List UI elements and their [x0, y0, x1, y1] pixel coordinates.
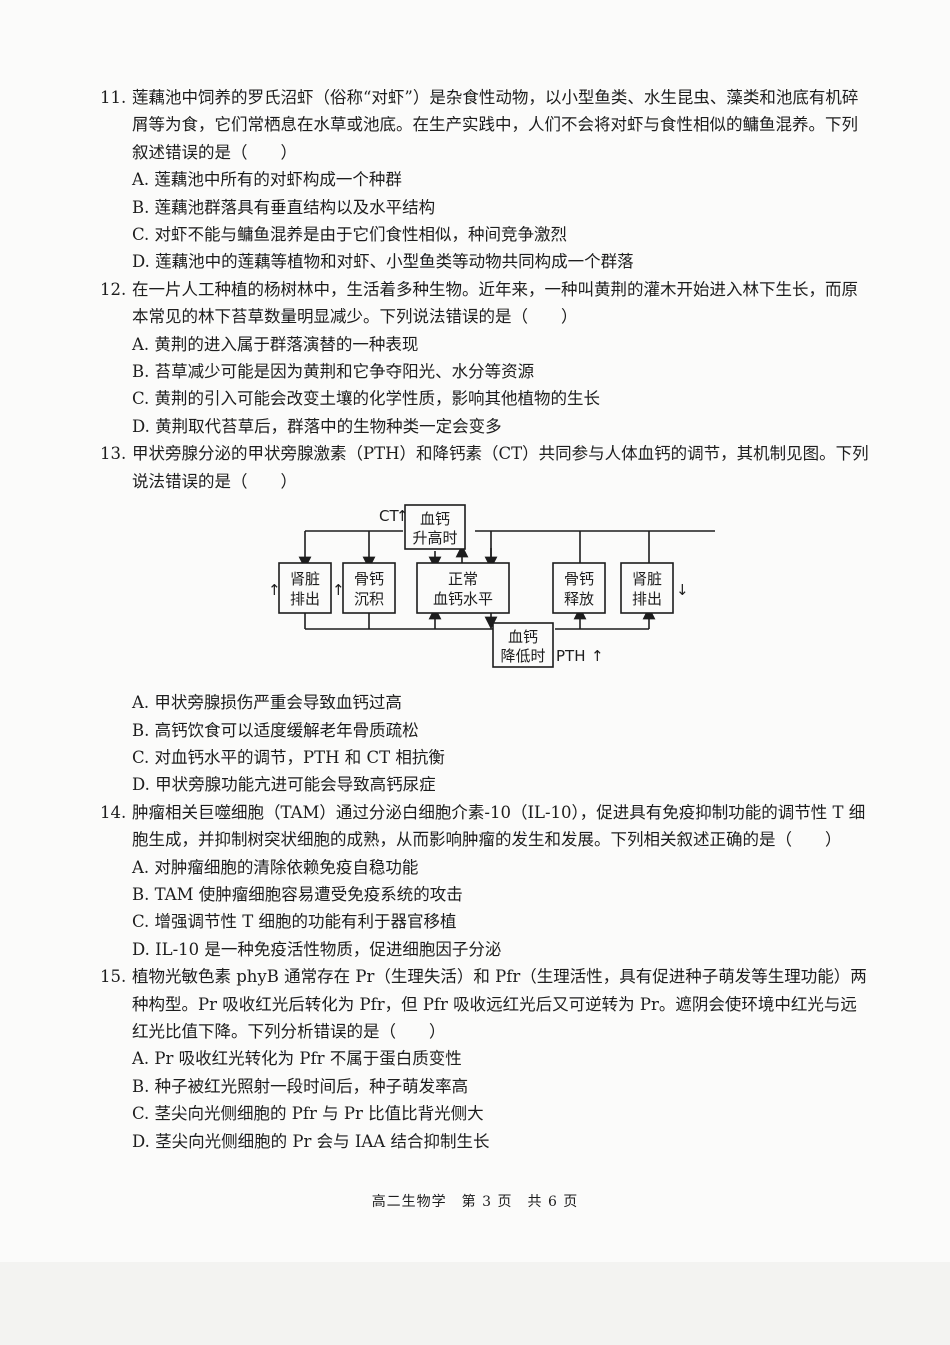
- option-c: C. 对血钙水平的调节，PTH 和 CT 相抗衡: [132, 747, 445, 767]
- page-footer: 高二生物学 第 3 页 共 6 页: [371, 1194, 579, 1210]
- box-bone-release: [552, 562, 606, 614]
- option-b: B. 种子被红光照射一段时间后，种子萌发率高: [132, 1076, 469, 1096]
- option-d: D. 莲藕池中的莲藕等植物和对虾、小型鱼类等动物共同构成一个群落: [132, 252, 634, 272]
- bone-release-label-2: 释放: [564, 590, 594, 608]
- question-area: 11. 莲藕池中饲养的罗氏沼虾（俗称“对虾”）是杂食性动物，以小型鱼类、水生昆虫、…: [100, 84, 870, 1155]
- option-b: B. 莲藕池群落具有垂直结构以及水平结构: [132, 197, 436, 217]
- box-high-calcium: [404, 504, 466, 550]
- box-normal-calcium: [416, 562, 510, 614]
- option-a: A. Pr 吸收红光转化为 Pfr 不属于蛋白质变性: [132, 1049, 462, 1069]
- question-number: 13.: [100, 444, 127, 464]
- box-low-calcium: [492, 622, 554, 668]
- question-stem: 肿瘤相关巨噬细胞（TAM）通过分泌白细胞介素-10（IL-10），促进具有免疫抑…: [132, 802, 866, 850]
- question-stem: 在一片人工种植的杨树林中，生活着多种生物。近年来，一种叫黄荆的灌木开始进入林下生…: [132, 279, 858, 327]
- question-15: 15.植物光敏色素 phyB 通常存在 Pr（生理失活）和 Pfr（生理活性，具…: [100, 963, 870, 1155]
- kidney-right-label-1: 肾脏: [632, 570, 662, 588]
- exam-page: 11. 莲藕池中饲养的罗氏沼虾（俗称“对虾”）是杂食性动物，以小型鱼类、水生昆虫、…: [100, 84, 870, 1210]
- pth-label: PTH: [556, 647, 586, 665]
- question-stem: 植物光敏色素 phyB 通常存在 Pr（生理失活）和 Pfr（生理活性，具有促进…: [132, 967, 867, 1041]
- question-12: 12.在一片人工种植的杨树林中，生活着多种生物。近年来，一种叫黄荆的灌木开始进入…: [100, 276, 870, 440]
- kidney-right-down-arrow-icon: ↓: [676, 581, 689, 599]
- option-c: C. 黄荆的引入可能会改变土壤的化学性质，影响其他植物的生长: [132, 389, 601, 409]
- question-14: 14.肿瘤相关巨噬细胞（TAM）通过分泌白细胞介素-10（IL-10），促进具有…: [100, 799, 870, 963]
- calcium-regulation-diagram: 血钙 升高时 肾脏 排出 骨钙 沉积 正常 血钙水平 骨钙 释放 肾脏 排出 血…: [100, 501, 870, 681]
- low-ca-label-2: 降低时: [500, 647, 545, 665]
- low-ca-label-1: 血钙: [508, 628, 538, 646]
- option-d: D. IL-10 是一种免疫活性物质，促进细胞因子分泌: [132, 939, 502, 959]
- kidney-left-label-1: 肾脏: [290, 570, 320, 588]
- question-number: 11.: [100, 88, 127, 107]
- option-b: B. 高钙饮食可以适度缓解老年骨质疏松: [132, 720, 419, 740]
- box-kidney-excrete-left: [278, 562, 332, 614]
- normal-label-1: 正常: [448, 570, 478, 588]
- option-c: C. 对虾不能与鳙鱼混养是由于它们食性相似，种间竞争激烈: [132, 225, 568, 245]
- kidney-left-up-arrow-icon: ↑: [268, 581, 281, 599]
- option-a: A. 莲藕池中所有的对虾构成一个种群: [132, 170, 402, 190]
- ct-label: CT: [379, 507, 399, 525]
- bone-deposit-label-2: 沉积: [354, 590, 384, 608]
- option-a: A. 黄荆的进入属于群落演替的一种表现: [132, 334, 419, 354]
- option-d: D. 茎尖向光侧细胞的 Pr 会与 IAA 结合抑制生长: [132, 1131, 490, 1151]
- question-stem: 甲状旁腺分泌的甲状旁腺激素（PTH）和降钙素（CT）共同参与人体血钙的调节，其机…: [132, 444, 869, 491]
- normal-label-2: 血钙水平: [433, 590, 493, 608]
- bone-deposit-label-1: 骨钙: [354, 570, 384, 588]
- kidney-right-label-2: 排出: [632, 590, 662, 608]
- question-stem: 莲藕池中饲养的罗氏沼虾（俗称“对虾”）是杂食性动物，以小型鱼类、水生昆虫、藻类和…: [132, 88, 859, 162]
- box-kidney-excrete-right: [620, 562, 674, 614]
- ct-up-arrow-icon: ↑: [396, 507, 409, 525]
- box-bone-deposit: [342, 562, 396, 614]
- option-c: C. 增强调节性 T 细胞的功能有利于器官移植: [132, 912, 457, 932]
- question-11: 11. 莲藕池中饲养的罗氏沼虾（俗称“对虾”）是杂食性动物，以小型鱼类、水生昆虫、…: [100, 84, 870, 276]
- option-b: B. TAM 使肿瘤细胞容易遭受免疫系统的攻击: [132, 884, 463, 904]
- question-number: 12.: [100, 279, 127, 299]
- option-d: D. 黄荆取代苔草后，群落中的生物种类一定会变多: [132, 416, 502, 436]
- question-number: 15.: [100, 967, 127, 987]
- option-b: B. 苔草减少可能是因为黄荆和它争夺阳光、水分等资源: [132, 362, 535, 382]
- option-d: D. 甲状旁腺功能亢进可能会导致高钙尿症: [132, 775, 436, 795]
- diagram-svg: 血钙 升高时 肾脏 排出 骨钙 沉积 正常 血钙水平 骨钙 释放 肾脏 排出 血…: [268, 504, 715, 668]
- option-a: A. 甲状旁腺损伤严重会导致血钙过高: [132, 693, 402, 713]
- bone-release-label-1: 骨钙: [564, 570, 594, 588]
- option-c: C. 茎尖向光侧细胞的 Pfr 与 Pr 比值比背光侧大: [132, 1104, 484, 1124]
- high-ca-label-2: 升高时: [412, 529, 457, 547]
- question-number: 14.: [100, 802, 127, 822]
- option-a: A. 对肿瘤细胞的清除依赖免疫自稳功能: [132, 857, 419, 877]
- kidney-left-label-2: 排出: [290, 590, 320, 608]
- bone-deposit-up-arrow-icon: ↑: [332, 581, 345, 599]
- question-13: 13.甲状旁腺分泌的甲状旁腺激素（PTH）和降钙素（CT）共同参与人体血钙的调节…: [100, 440, 870, 798]
- pth-up-arrow-icon: ↑: [591, 647, 604, 665]
- high-ca-label-1: 血钙: [420, 510, 450, 528]
